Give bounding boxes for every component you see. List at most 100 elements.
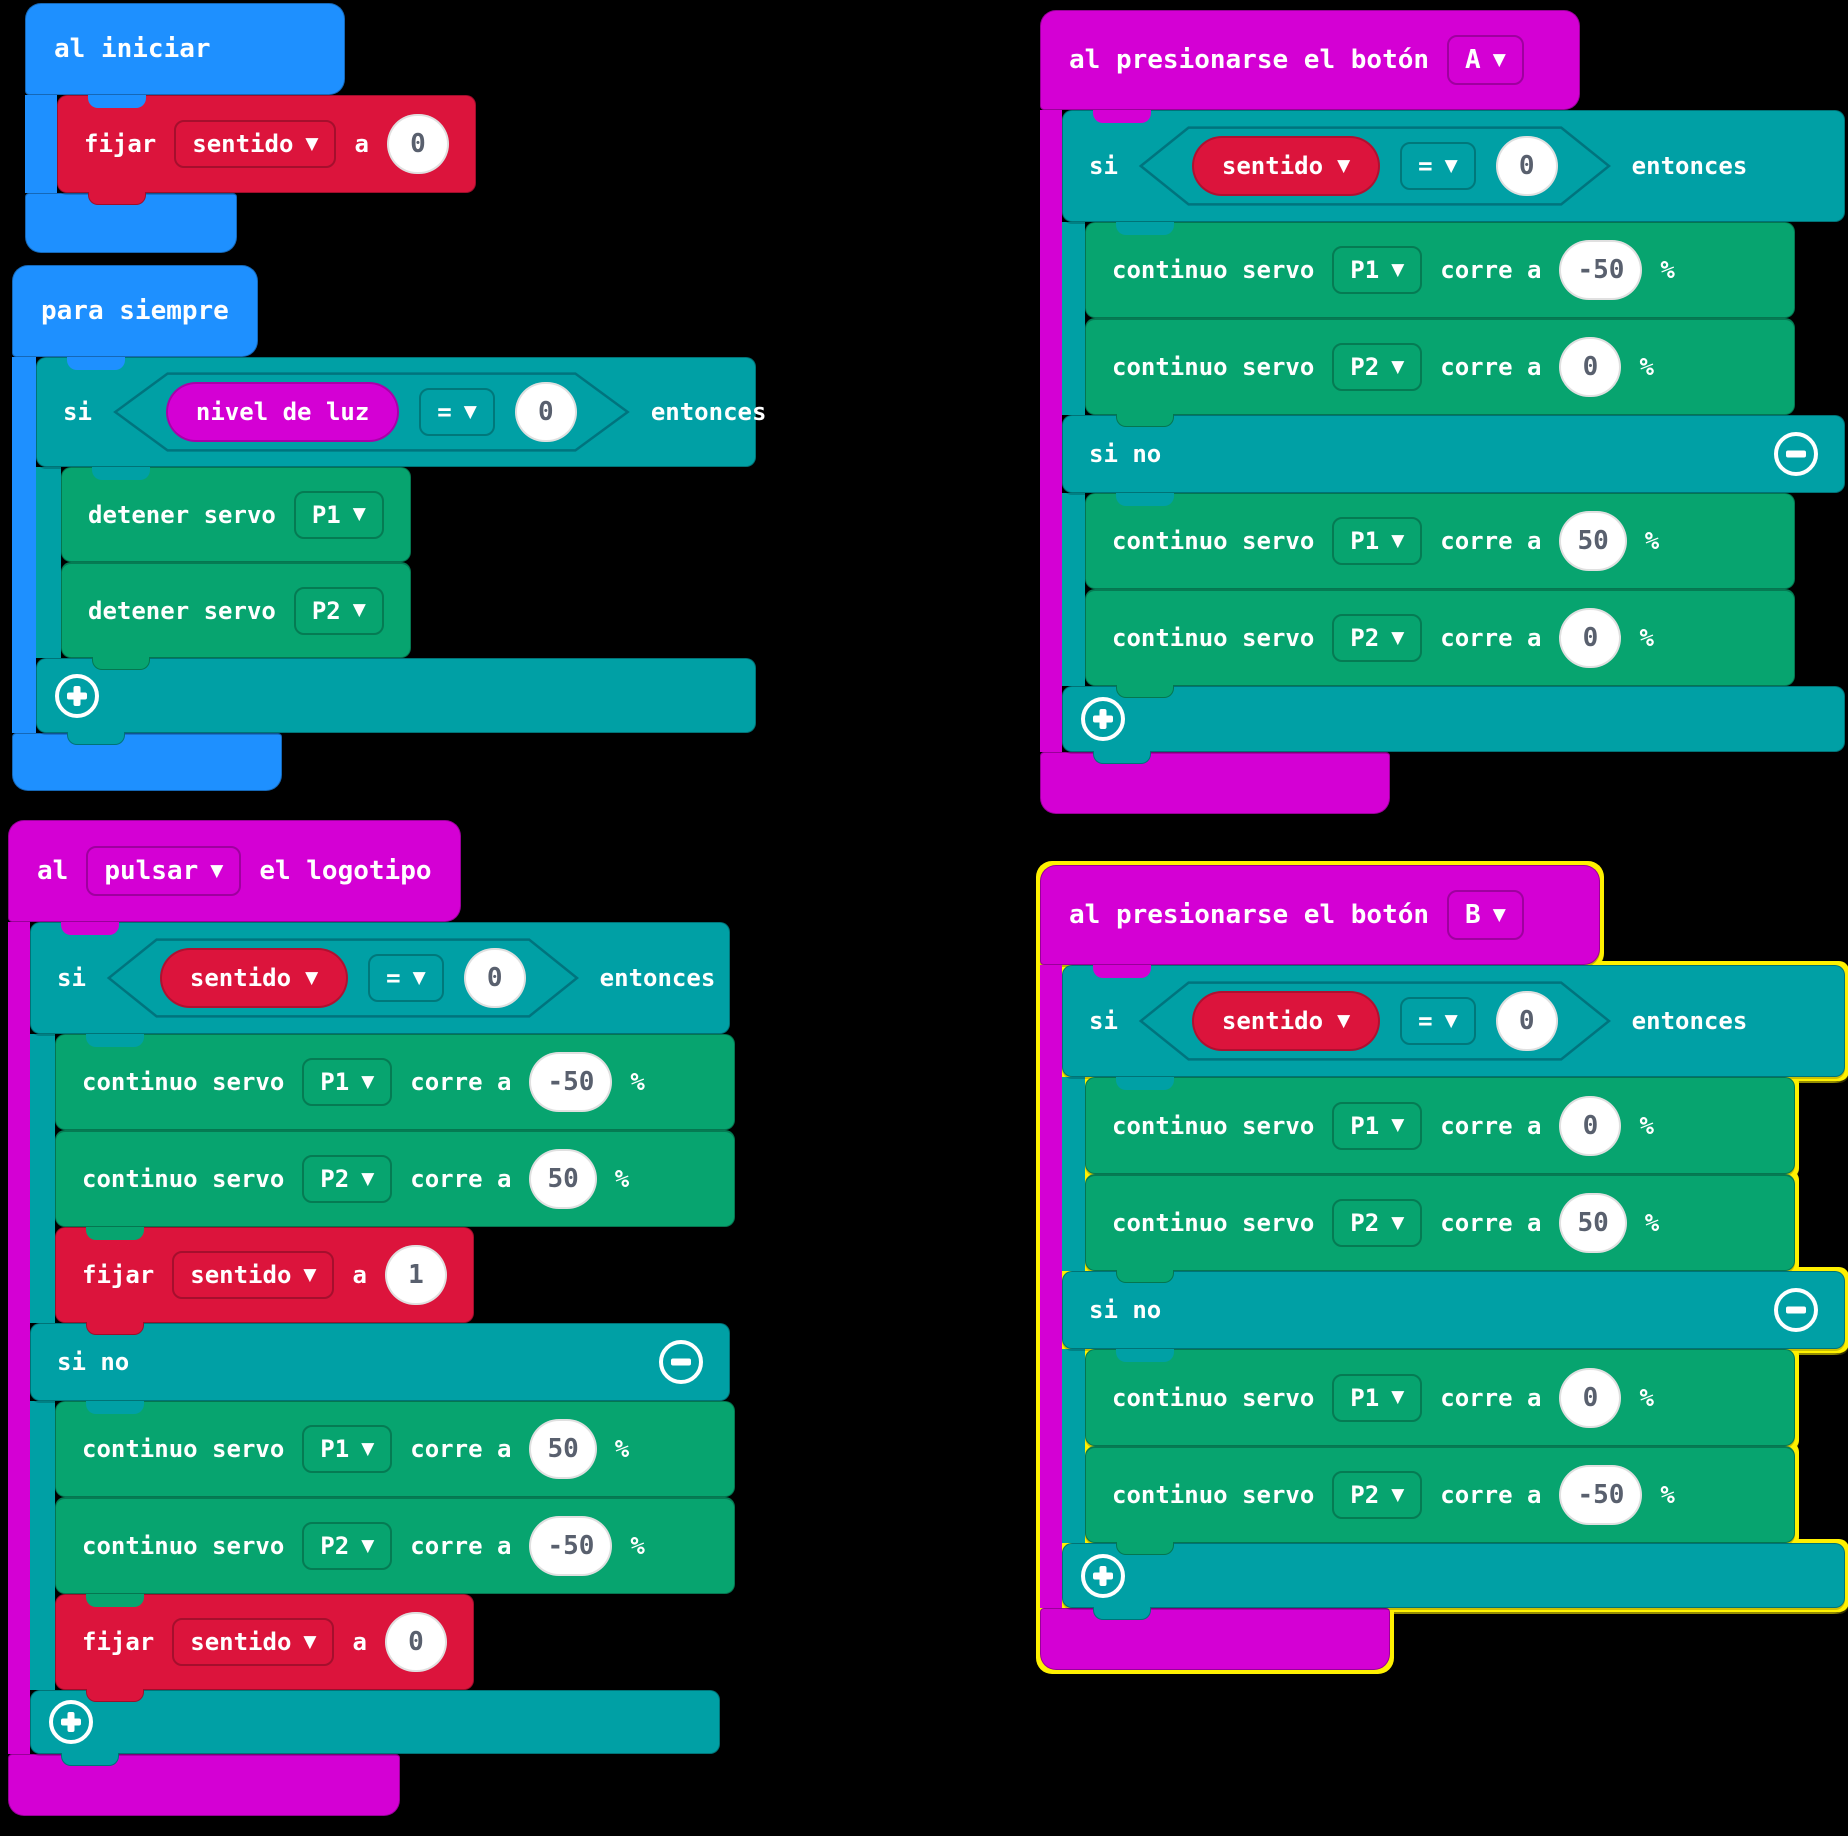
if-header[interactable]: si sentido ▼ = ▼ 0 entonces <box>30 922 730 1034</box>
continuous-servo-block[interactable]: continuo servo P2 ▼ corre a -50 % <box>1085 1446 1795 1555</box>
on-start-block[interactable]: al iniciar fijar sentido ▼ a 0 <box>25 3 476 253</box>
on-button-b-pressed-block[interactable]: al presionarse el botón B ▼ si sentido ▼ <box>1040 865 1845 1670</box>
on-logo-pressed-block[interactable]: al pulsar ▼ el logotipo si sentido ▼ <box>8 820 735 1816</box>
servo-port-dropdown[interactable]: P1 ▼ <box>1332 517 1423 565</box>
servo-port-dropdown[interactable]: P2 ▼ <box>1332 1199 1423 1247</box>
comparison-operator-dropdown[interactable]: = ▼ <box>368 954 444 1002</box>
button-dropdown[interactable]: B ▼ <box>1447 890 1524 940</box>
set-variable-block[interactable]: fijar sentido ▼ a 0 <box>55 1594 474 1702</box>
speed-value-field[interactable]: 50 <box>1559 511 1627 571</box>
if-else-block[interactable]: si sentido ▼ = ▼ 0 entonces <box>1062 965 1845 1620</box>
servo-port-dropdown[interactable]: P2 ▼ <box>1332 1471 1423 1519</box>
compare-value-field[interactable]: 0 <box>1495 991 1558 1051</box>
if-header[interactable]: si sentido ▼ = ▼ 0 entonces <box>1062 110 1845 222</box>
on-button-a-pressed-block[interactable]: al presionarse el botón A ▼ si sentido ▼ <box>1040 10 1845 814</box>
stop-servo-block[interactable]: detener servo P2 ▼ <box>61 562 411 670</box>
plus-icon[interactable] <box>55 673 99 718</box>
speed-value-field[interactable]: -50 <box>1559 1465 1643 1525</box>
block-label: detener servo <box>88 596 276 625</box>
continuous-servo-block[interactable]: continuo servo P1 ▼ corre a -50 % <box>55 1034 735 1130</box>
event-hat-logo[interactable]: al pulsar ▼ el logotipo <box>8 820 461 922</box>
speed-value-field[interactable]: 50 <box>529 1419 597 1479</box>
button-value: B <box>1465 900 1481 930</box>
servo-port-dropdown[interactable]: P2 ▼ <box>293 586 384 635</box>
speed-value-field[interactable]: 50 <box>529 1149 597 1209</box>
if-block[interactable]: si nivel de luz = ▼ 0 entonces <box>36 357 766 745</box>
plus-icon[interactable] <box>1081 697 1125 741</box>
event-hat-button-b[interactable]: al presionarse el botón B ▼ <box>1040 865 1600 965</box>
speed-value-field[interactable]: 0 <box>1559 1367 1622 1428</box>
continuous-servo-block[interactable]: continuo servo P1 ▼ corre a 50 % <box>1085 493 1795 589</box>
compare-value-field[interactable]: 0 <box>1495 136 1558 196</box>
servo-port-dropdown[interactable]: P2 ▼ <box>302 1155 393 1203</box>
variable-dropdown[interactable]: sentido ▼ <box>174 120 337 168</box>
speed-value-field[interactable]: -50 <box>529 1516 613 1576</box>
compare-value-field[interactable]: 0 <box>463 948 526 1008</box>
if-header[interactable]: si nivel de luz = ▼ 0 entonces <box>36 357 766 467</box>
set-variable-block[interactable]: fijar sentido ▼ a 0 <box>57 95 476 205</box>
else-header[interactable]: si no <box>1062 1271 1845 1349</box>
speed-value-field[interactable]: 0 <box>1559 337 1622 397</box>
continuous-servo-block[interactable]: continuo servo P1 ▼ corre a -50 % <box>1085 222 1795 318</box>
servo-port-dropdown[interactable]: P1 ▼ <box>1332 246 1423 294</box>
minus-icon[interactable] <box>1774 1288 1818 1332</box>
if-header[interactable]: si sentido ▼ = ▼ 0 entonces <box>1062 965 1845 1077</box>
variable-dropdown[interactable]: sentido ▼ <box>172 1251 335 1299</box>
servo-port-dropdown[interactable]: P1 ▼ <box>1332 1101 1423 1150</box>
speed-value-field[interactable]: 50 <box>1559 1193 1627 1253</box>
value-field[interactable]: 0 <box>384 1612 447 1672</box>
servo-port-dropdown[interactable]: P1 ▼ <box>293 490 384 539</box>
event-hat-button-a[interactable]: al presionarse el botón A ▼ <box>1040 10 1580 110</box>
speed-value-field[interactable]: 0 <box>1559 1095 1622 1156</box>
compare-value-field[interactable]: 0 <box>514 382 577 442</box>
else-header[interactable]: si no <box>30 1323 730 1401</box>
gesture-dropdown[interactable]: pulsar ▼ <box>86 846 242 896</box>
continuous-servo-block[interactable]: continuo servo P1 ▼ corre a 0 % <box>1085 1077 1795 1174</box>
stop-servo-block[interactable]: detener servo P1 ▼ <box>61 467 411 562</box>
value-field[interactable]: 0 <box>386 114 449 174</box>
variable-reporter[interactable]: sentido ▼ <box>159 948 349 1008</box>
continuous-servo-block[interactable]: continuo servo P2 ▼ corre a 50 % <box>55 1130 735 1227</box>
comparison-operator-dropdown[interactable]: = ▼ <box>1400 142 1476 190</box>
continuous-servo-block[interactable]: continuo servo P2 ▼ corre a 0 % <box>1085 589 1795 698</box>
event-hat-on-start[interactable]: al iniciar <box>25 3 345 95</box>
if-footer <box>36 658 756 745</box>
speed-value-field[interactable]: -50 <box>529 1052 613 1112</box>
continuous-servo-block[interactable]: continuo servo P1 ▼ corre a 0 % <box>1085 1349 1795 1446</box>
continuous-servo-block[interactable]: continuo servo P1 ▼ corre a 50 % <box>55 1401 735 1497</box>
comparison-operator-dropdown[interactable]: = ▼ <box>419 388 495 436</box>
servo-port-dropdown[interactable]: P1 ▼ <box>1332 1373 1423 1422</box>
speed-value-field[interactable]: 0 <box>1559 608 1622 668</box>
servo-port-dropdown[interactable]: P1 ▼ <box>302 1058 393 1106</box>
servo-port-dropdown[interactable]: P2 ▼ <box>1332 614 1423 662</box>
event-label: al iniciar <box>54 34 211 64</box>
else-header[interactable]: si no <box>1062 415 1845 493</box>
comparison-operator-dropdown[interactable]: = ▼ <box>1400 997 1476 1045</box>
minus-icon[interactable] <box>1774 432 1818 476</box>
value-field[interactable]: 1 <box>384 1245 447 1305</box>
event-hat-forever[interactable]: para siempre <box>12 265 258 357</box>
speed-value-field[interactable]: -50 <box>1559 240 1643 300</box>
block-label: detener servo <box>88 500 276 529</box>
continuous-servo-block[interactable]: continuo servo P2 ▼ corre a 50 % <box>1085 1174 1795 1283</box>
variable-reporter[interactable]: sentido ▼ <box>1191 991 1381 1051</box>
then-label: entonces <box>1631 1007 1748 1035</box>
if-else-block[interactable]: si sentido ▼ = ▼ 0 entonces <box>1062 110 1845 764</box>
servo-port-dropdown[interactable]: P2 ▼ <box>1332 343 1423 391</box>
button-dropdown[interactable]: A ▼ <box>1447 35 1524 85</box>
continuous-servo-block[interactable]: continuo servo P2 ▼ corre a 0 % <box>1085 318 1795 427</box>
variable-dropdown[interactable]: sentido ▼ <box>172 1618 335 1666</box>
servo-port-dropdown[interactable]: P2 ▼ <box>302 1522 393 1570</box>
plus-icon[interactable] <box>1081 1553 1125 1598</box>
if-else-block[interactable]: si sentido ▼ = ▼ 0 entonces <box>30 922 735 1766</box>
plus-icon[interactable] <box>49 1700 93 1744</box>
continuous-servo-block[interactable]: continuo servo P2 ▼ corre a -50 % <box>55 1497 735 1594</box>
set-variable-block[interactable]: fijar sentido ▼ a 1 <box>55 1227 474 1335</box>
dropdown-arrow-icon: ▼ <box>1391 530 1405 551</box>
minus-icon[interactable] <box>659 1340 703 1384</box>
variable-reporter[interactable]: sentido ▼ <box>1191 136 1381 196</box>
servo-port-dropdown[interactable]: P1 ▼ <box>302 1425 393 1473</box>
light-level-reporter[interactable]: nivel de luz <box>165 382 400 442</box>
dropdown-arrow-icon: ▼ <box>1391 259 1405 280</box>
forever-block[interactable]: para siempre si nivel de luz = ▼ 0 <box>12 265 766 791</box>
